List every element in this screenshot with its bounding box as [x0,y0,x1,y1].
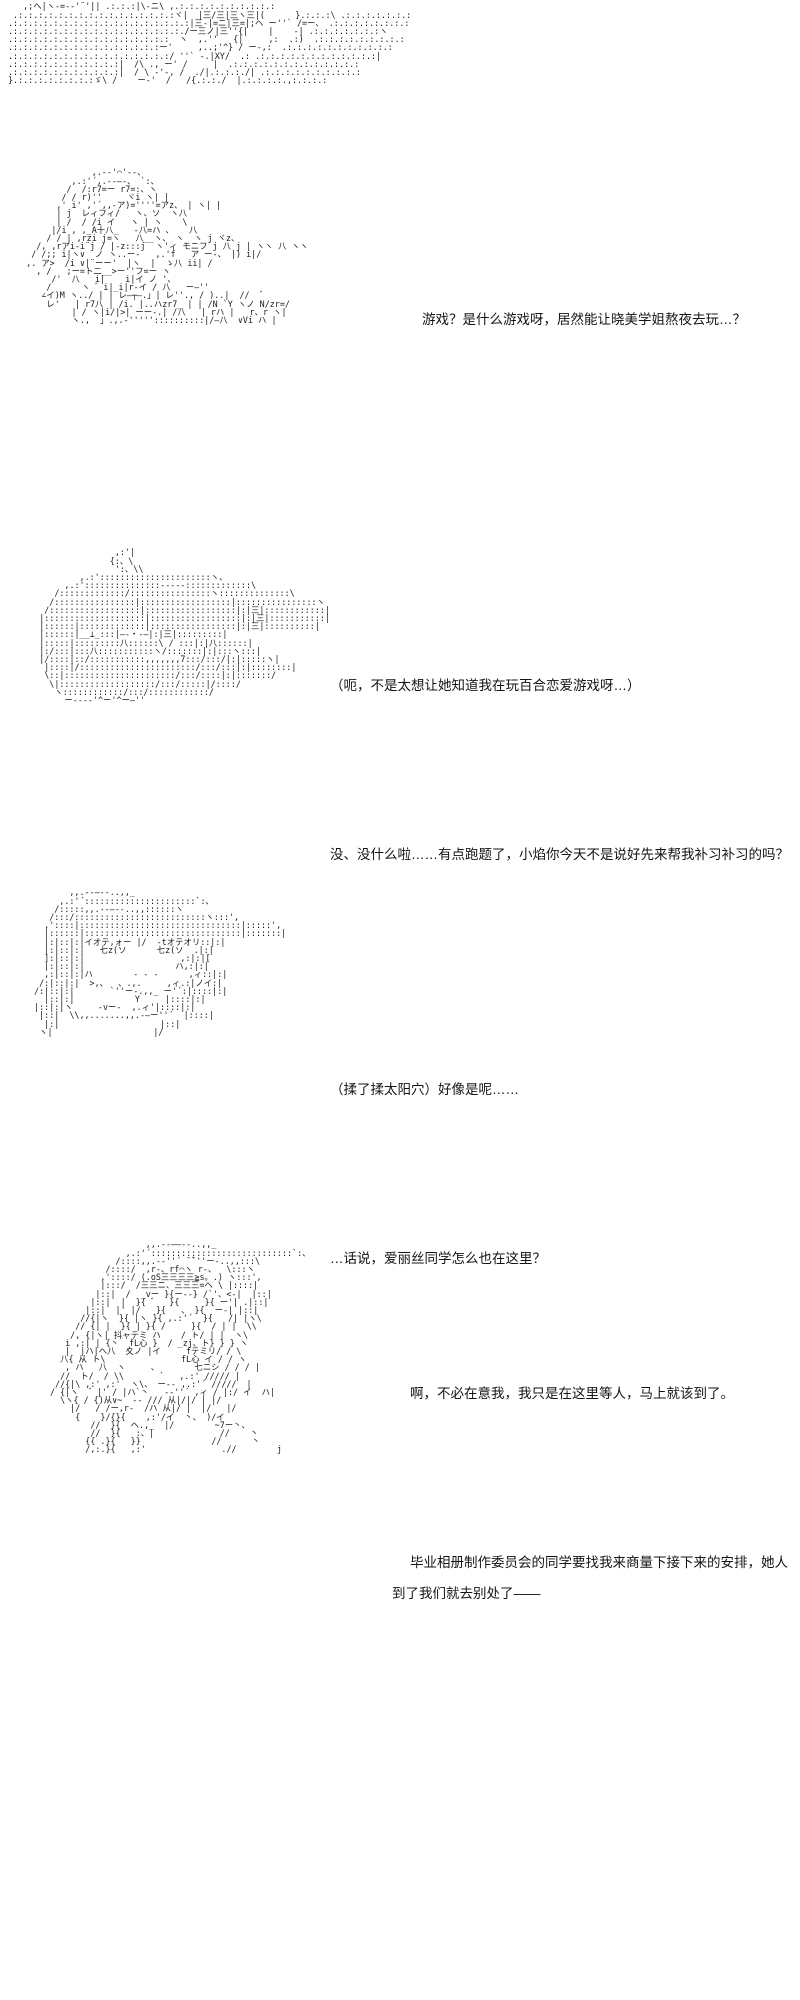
dialogue-block-4: 啊，不必在意我，我只是在这里等人，马上就该到了。 毕业相册制作委员会的同学要找我… [392,1316,800,1671]
ascii-art-scene-opening: ,;へ|ヽ-=-‐'¨'|| .:.:.:|\-ニ\ ,.:.:.:.:.:.:… [8,1,412,86]
dialogue-line: 啊，不必在意我，我只是在这里等人，马上就该到了。 [410,1386,734,1401]
dialogue-line: …话说，爱丽丝同学怎么也在这里？ [330,1251,546,1266]
ascii-art-character-glasses: ,:'| {:、\ ':、\\ ,.:'::::::::::::::::::::… [39,547,330,706]
dialogue-spacer [330,1167,800,1181]
ascii-art-character-shizuka: ,.-‐'⌒'‐-、 ,.:'´,.-‐―-、 `:、 / /:r7=ー r7=… [26,167,309,326]
dialogue-block-2: （呃，不是太想让她知道我在玩百合恋爱游戏呀…） 没、没什么啦……有点跑题了，小焰… [330,608,800,932]
dialogue-block-3: （揉了揉太阳穴）好像是呢…… …话说，爱丽丝同学怎么也在这里？ [330,1012,800,1336]
dialogue-spacer [392,1471,800,1485]
dialogue-line: 游戏？是什么游戏呀，居然能让晓美学姐熬夜去玩…？ [422,312,746,327]
dialogue-block-1: 游戏？是什么游戏呀，居然能让晓美学姐熬夜去玩…？ [404,242,796,397]
dialogue-spacer [330,763,800,777]
dialogue-line-action: （揉了揉太阳穴）好像是呢…… [330,1082,519,1097]
ascii-art-character-alice: ,,.-‐―‐-..,,_ ,.:'´:::::::::::::::::::::… [34,887,287,1037]
dialogue-line: 毕业相册制作委员会的同学要找我来商量下接下来的安排，她人到了我们就去别处了—— [392,1555,788,1601]
dialogue-line-inner-thought: （呃，不是太想让她知道我在玩百合恋爱游戏呀…） [330,678,641,693]
ascii-art-character-alice-full: ,,.-‐――‐-..,,_ ,.:'´::::::::::::::::::::… [50,1239,311,1455]
dialogue-line: 没、没什么啦……有点跑题了，小焰你今天不是说好先来帮我补习补习的吗？ [330,847,789,862]
